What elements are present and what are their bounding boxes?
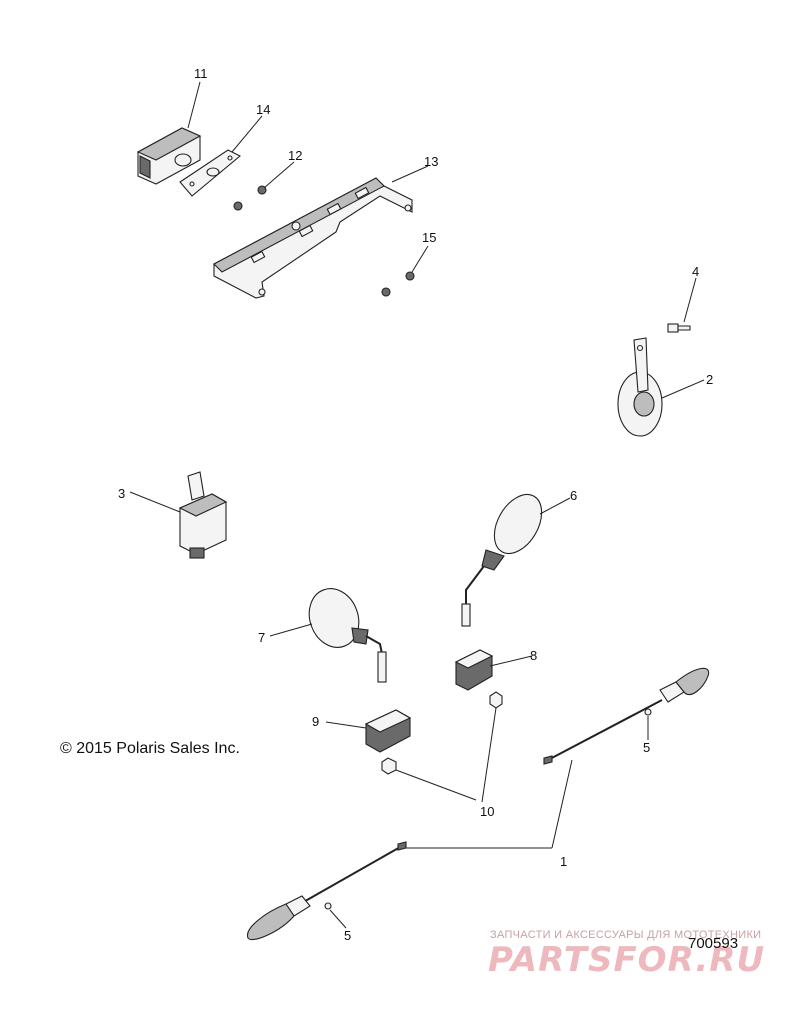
callout-12: 12 xyxy=(288,148,302,163)
turn-signal-right xyxy=(543,667,710,765)
screw-5 xyxy=(324,708,652,910)
callout-6: 6 xyxy=(570,488,577,503)
callout-13: 13 xyxy=(424,154,438,169)
callout-10: 10 xyxy=(480,804,494,819)
callout-11: 11 xyxy=(194,66,208,81)
leader-lines xyxy=(129,81,705,929)
callout-9: 9 xyxy=(312,714,319,729)
mirror-left xyxy=(308,588,387,683)
nut-12 xyxy=(233,185,267,211)
callout-7: 7 xyxy=(258,630,265,645)
mirror-mount-9 xyxy=(364,709,412,753)
copyright-notice: © 2015 Polaris Sales Inc. xyxy=(60,740,240,757)
figure-number: 700593 xyxy=(688,935,739,952)
callout-2: 2 xyxy=(706,372,713,387)
nut-15 xyxy=(381,271,415,297)
callout-8: 8 xyxy=(530,648,537,663)
callout-3: 3 xyxy=(118,486,125,501)
callout-4: 4 xyxy=(692,264,699,279)
turn-signal-left xyxy=(247,841,407,940)
tail-light-housing xyxy=(136,127,202,185)
mounting-bracket xyxy=(213,177,413,299)
callout-5-right: 5 xyxy=(643,740,650,755)
callout-5-left: 5 xyxy=(344,928,351,943)
watermark-tagline: ЗАПЧАСТИ И АКСЕССУАРЫ ДЛЯ МОТОТЕХНИКИ xyxy=(490,929,762,941)
watermark-logo: PARTSFOR.RU xyxy=(488,940,766,980)
mirror-right xyxy=(461,493,543,627)
callout-15: 15 xyxy=(422,230,436,245)
callouts: 1 2 3 4 5 5 6 7 8 9 10 11 12 13 14 15 xyxy=(118,66,713,943)
mirror-mount-8 xyxy=(454,649,494,691)
callout-1: 1 xyxy=(560,854,567,869)
horn-bolt xyxy=(667,323,691,333)
callout-14: 14 xyxy=(256,102,270,117)
flasher-relay xyxy=(178,471,228,559)
tail-light-gasket xyxy=(179,149,241,197)
horn xyxy=(617,337,663,437)
